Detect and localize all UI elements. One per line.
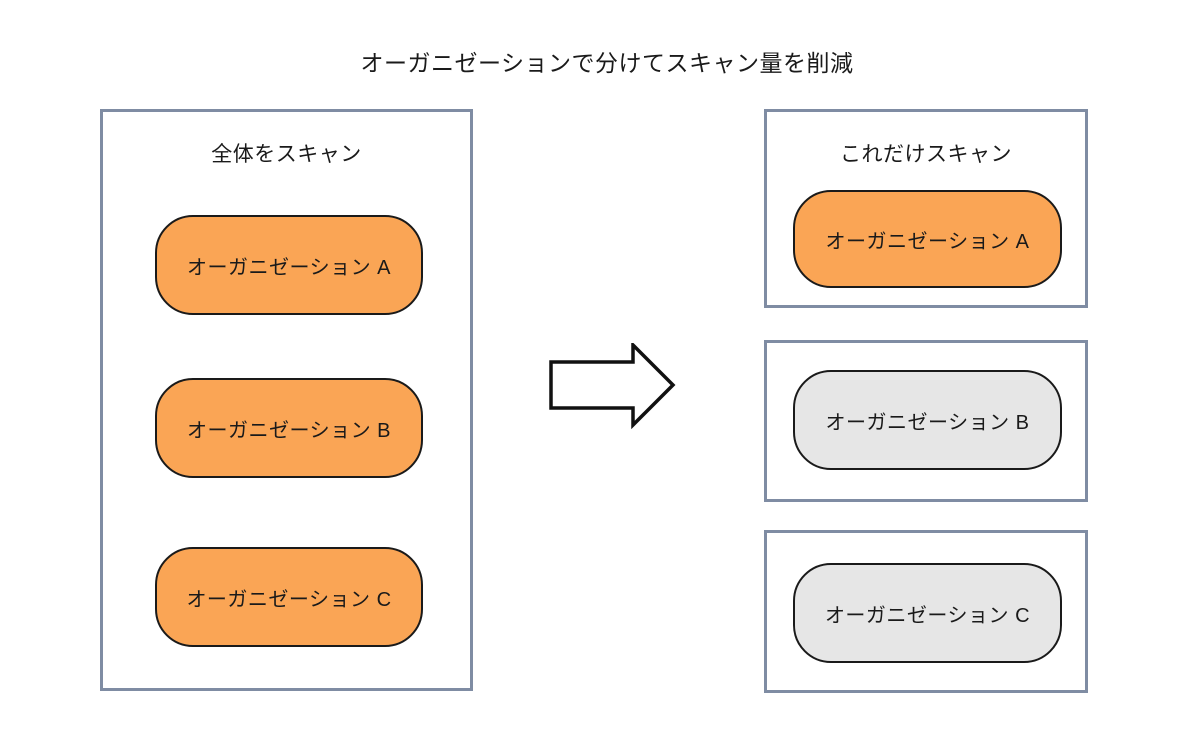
right-panel-scan-target: これだけスキャン オーガニゼーション A bbox=[764, 109, 1088, 308]
org-b-label-right: オーガニゼーション B bbox=[825, 411, 1030, 434]
org-a-label: オーガニゼーション A bbox=[187, 256, 391, 279]
diagram-title: オーガニゼーションで分けてスキャン量を削減 bbox=[360, 50, 854, 76]
org-c-label-right: オーガニゼーション C bbox=[824, 604, 1031, 627]
right-arrow-icon bbox=[549, 340, 677, 430]
org-a-label-right: オーガニゼーション A bbox=[825, 230, 1030, 253]
org-b-pill: オーガニゼーション B bbox=[155, 378, 423, 478]
right-panel-header: これだけスキャン bbox=[840, 143, 1012, 166]
org-c-label: オーガニゼーション C bbox=[186, 588, 392, 611]
left-panel: 全体をスキャン オーガニゼーション A オーガニゼーション B オーガニゼーショ… bbox=[100, 109, 473, 691]
org-c-pill: オーガニゼーション C bbox=[155, 547, 423, 647]
org-a-pill: オーガニゼーション A bbox=[155, 215, 423, 315]
org-c-pill-right: オーガニゼーション C bbox=[793, 563, 1062, 663]
left-panel-header: 全体をスキャン bbox=[211, 143, 362, 166]
org-b-label: オーガニゼーション B bbox=[187, 419, 391, 442]
right-panel-org-c: オーガニゼーション C bbox=[764, 530, 1088, 693]
org-a-pill-right: オーガニゼーション A bbox=[793, 190, 1062, 288]
org-b-pill-right: オーガニゼーション B bbox=[793, 370, 1062, 470]
right-panel-org-b: オーガニゼーション B bbox=[764, 340, 1088, 502]
